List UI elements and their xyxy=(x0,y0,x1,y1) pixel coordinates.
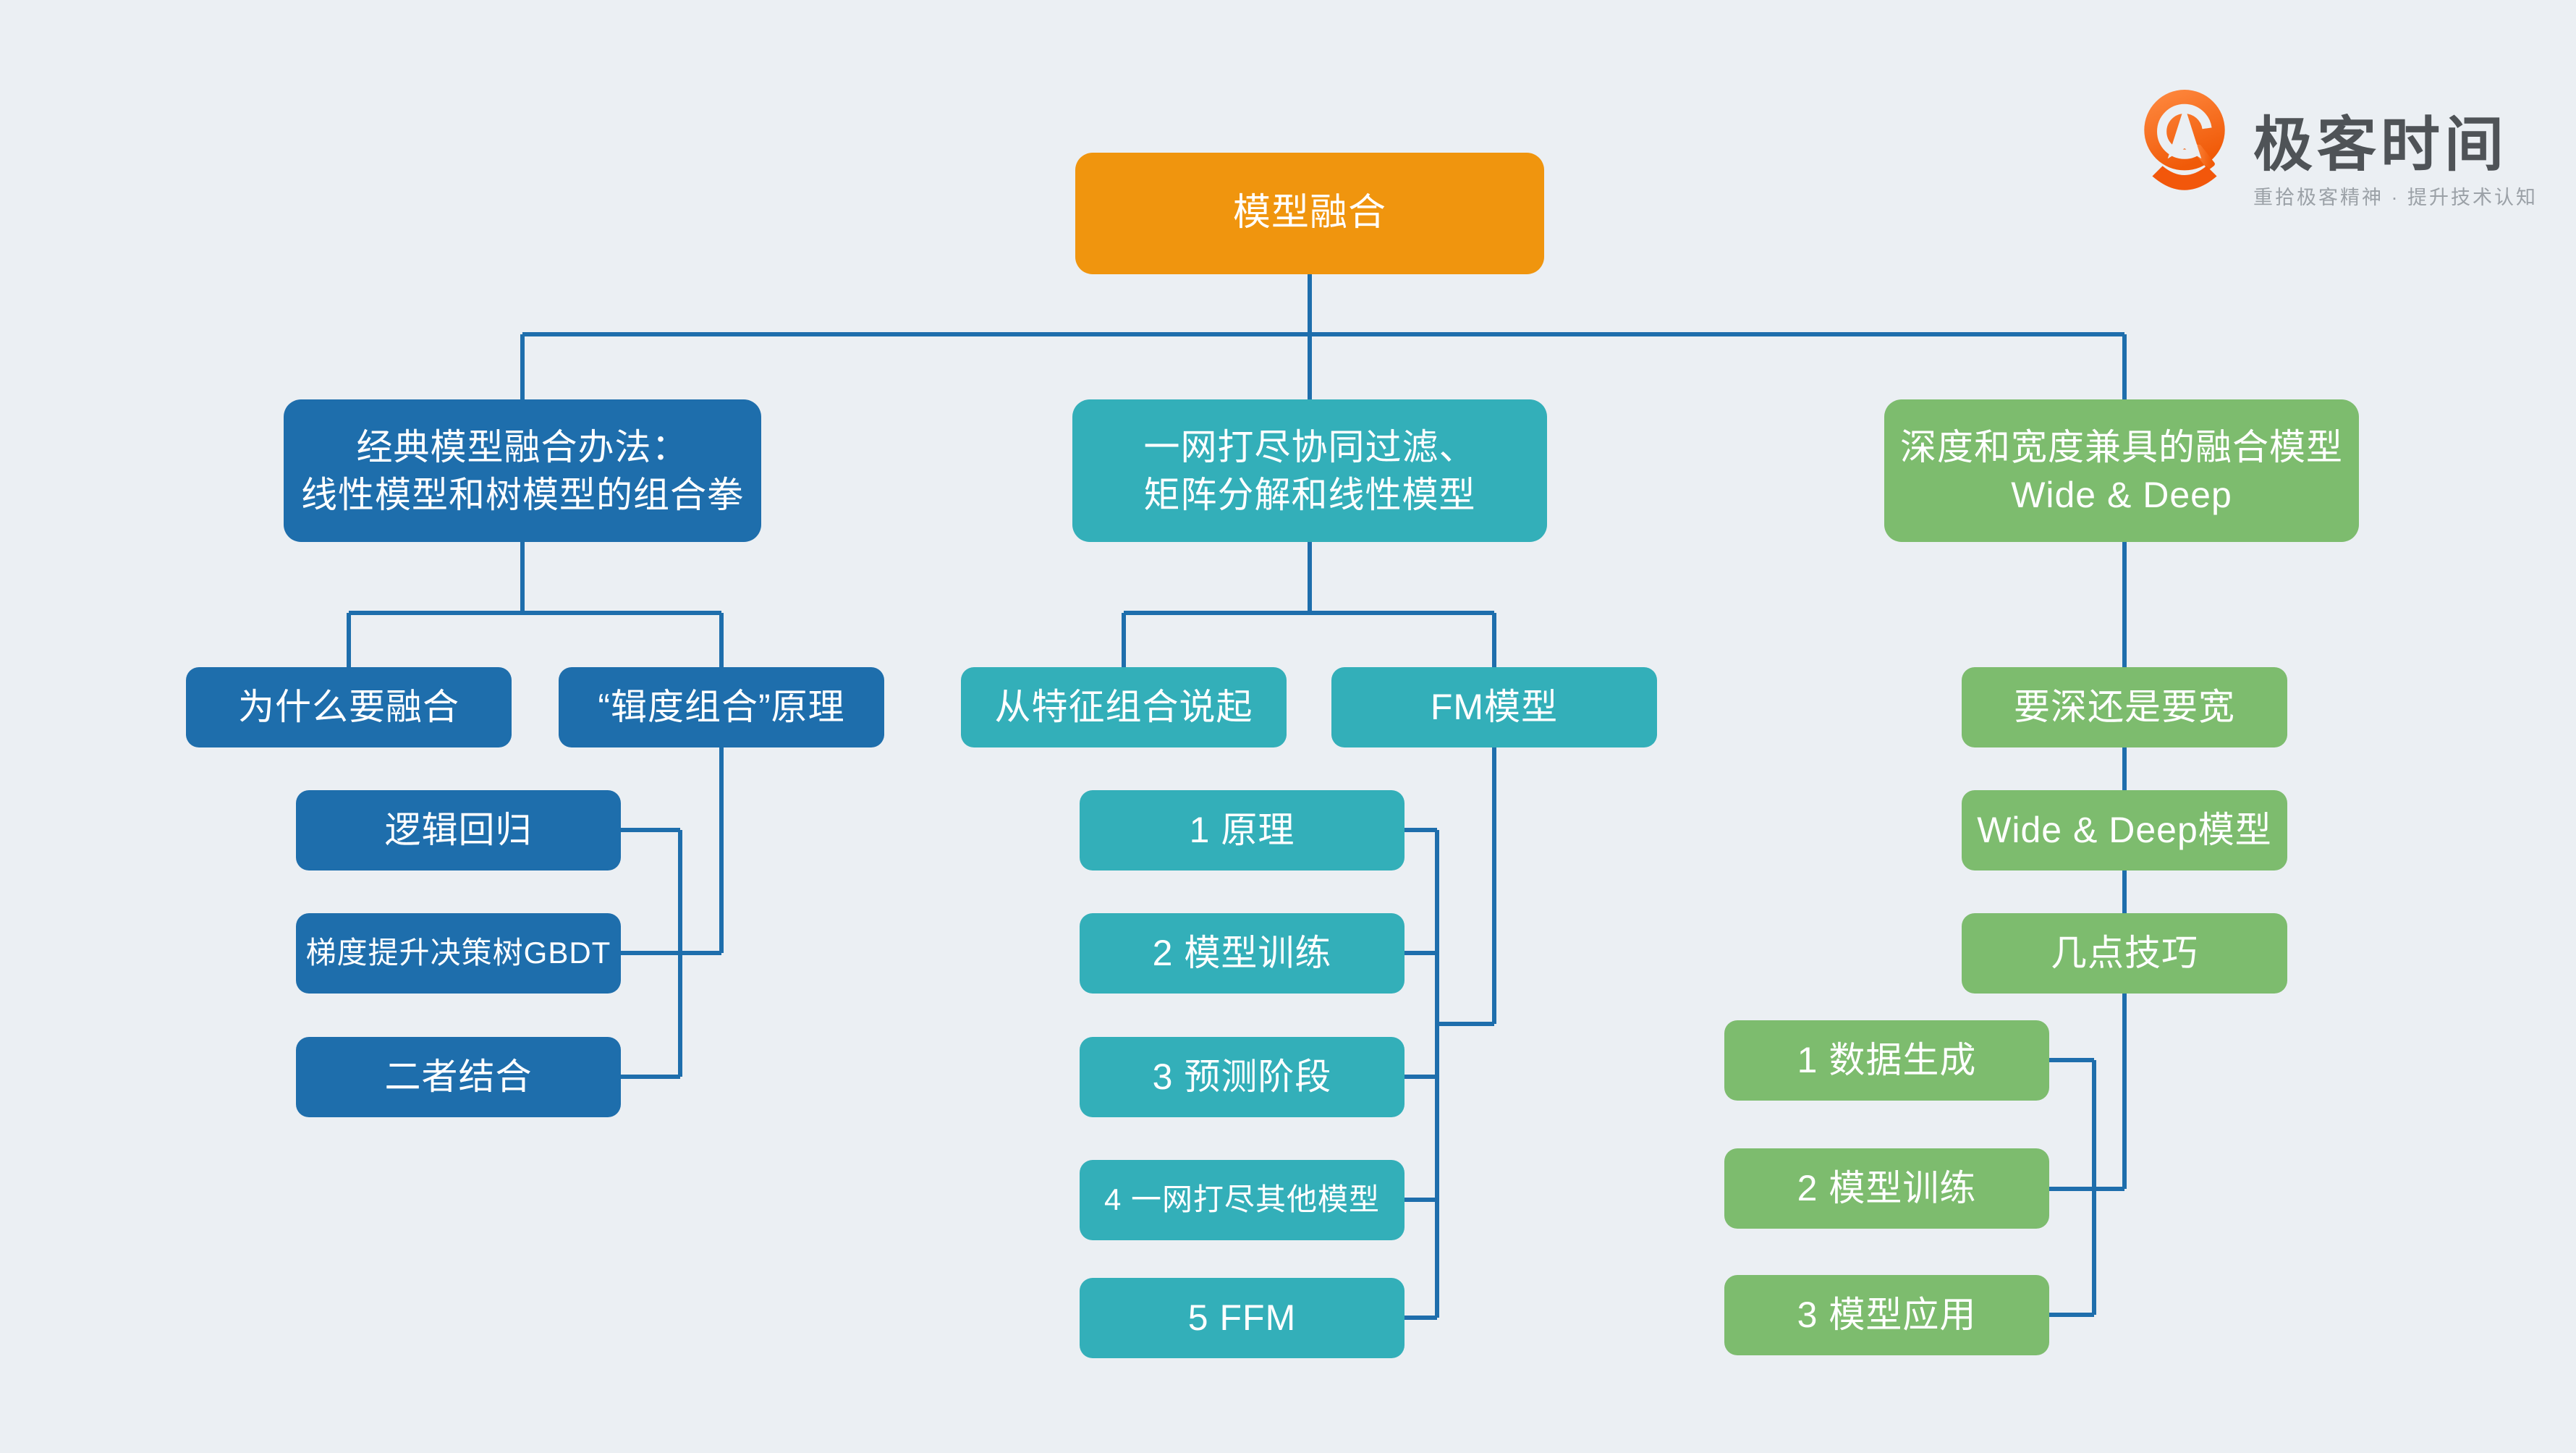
node-gbdt: 梯度提升决策树GBDT xyxy=(296,913,621,994)
geektime-pin-icon xyxy=(2144,90,2225,190)
node-wd-2-training: 2 模型训练 xyxy=(1724,1148,2049,1229)
geektime-logo-tagline: 重拾极客精神 · 提升技术认知 xyxy=(2253,187,2538,208)
node-wd-1-data-generation: 1 数据生成 xyxy=(1724,1020,2049,1101)
geektime-logo-name: 极客时间 xyxy=(2253,112,2509,178)
node-wide-deep-model: Wide & Deep模型 xyxy=(1962,790,2287,870)
node-feature-combination: 从特征组合说起 xyxy=(961,667,1287,747)
node-dimension-combination-principle: “辑度组合”原理 xyxy=(559,667,884,747)
geektime-logo: 极客时间 重拾极客精神 · 提升技术认知 xyxy=(2140,88,2538,208)
node-model-fusion-root: 模型融合 xyxy=(1075,153,1544,274)
node-logistic-regression: 逻辑回归 xyxy=(296,790,621,870)
node-fm-5-ffm: 5 FFM xyxy=(1080,1278,1404,1358)
node-fm-2-training: 2 模型训练 xyxy=(1080,913,1404,994)
node-why-fusion: 为什么要融合 xyxy=(186,667,512,747)
branch-collaborative-filtering: 一网打尽协同过滤、 矩阵分解和线性模型 xyxy=(1072,399,1547,542)
node-fm-4-other-models: 4 一网打尽其他模型 xyxy=(1080,1160,1404,1240)
node-fm-3-prediction: 3 预测阶段 xyxy=(1080,1037,1404,1117)
node-tips: 几点技巧 xyxy=(1962,913,2287,994)
branch-wide-deep: 深度和宽度兼具的融合模型 Wide & Deep xyxy=(1884,399,2359,542)
node-combine-both: 二者结合 xyxy=(296,1037,621,1117)
branch-classic-fusion: 经典模型融合办法： 线性模型和树模型的组合拳 xyxy=(284,399,761,542)
node-wd-3-application: 3 模型应用 xyxy=(1724,1275,2049,1355)
node-fm-model: FM模型 xyxy=(1331,667,1657,747)
node-fm-1-principle: 1 原理 xyxy=(1080,790,1404,870)
node-deep-or-wide: 要深还是要宽 xyxy=(1962,667,2287,747)
